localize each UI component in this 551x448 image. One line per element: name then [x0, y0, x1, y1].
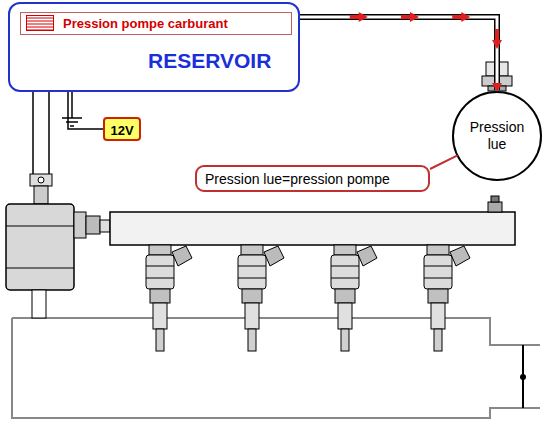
injectors	[146, 245, 470, 351]
pump-icon	[26, 15, 54, 31]
pump-label-box-text: Pression pompe carburant	[63, 16, 228, 31]
ground-symbol	[62, 92, 82, 126]
voltage-box-text: 12V	[110, 123, 133, 138]
fuel-rail	[110, 196, 515, 245]
feed-pipe	[30, 80, 52, 204]
callout-box: Pression lue=pression pompe	[195, 165, 430, 192]
fuel-pipe	[292, 12, 502, 92]
wiring	[12, 318, 540, 418]
gauge-dial	[453, 92, 541, 180]
power-wire	[68, 92, 103, 129]
pump-label-box: Pression pompe carburant	[20, 12, 292, 35]
tank-box-text: RESERVOIR	[148, 49, 298, 73]
pressure-regulator	[6, 204, 110, 318]
pressure-gauge: Pression lue	[453, 92, 541, 180]
callout-box-text: Pression lue=pression pompe	[205, 171, 390, 187]
switch-dot	[520, 374, 526, 380]
pressure-gauge-text: Pression lue	[463, 119, 531, 153]
tank-box: RESERVOIR Pression pompe carburant	[8, 2, 300, 92]
voltage-box: 12V	[103, 117, 141, 141]
leader-line	[430, 155, 458, 169]
